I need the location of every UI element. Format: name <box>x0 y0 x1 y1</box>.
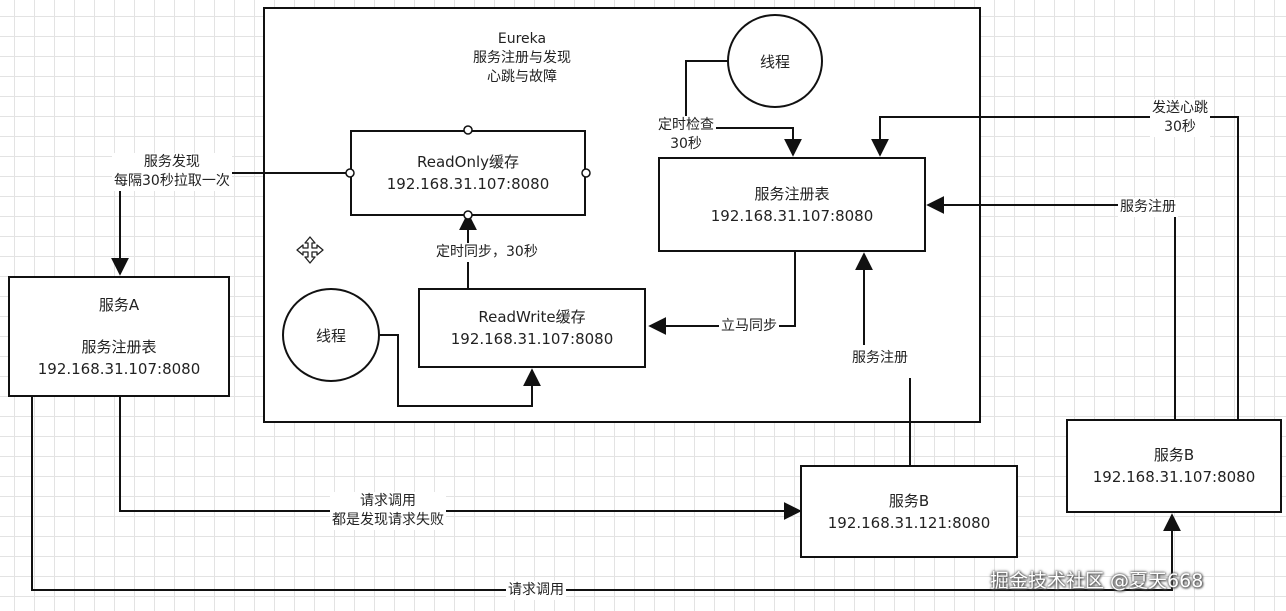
label-request-call: 请求调用 都是发现请求失败 <box>330 492 446 530</box>
eureka-subtitle-1: 服务注册与发现 <box>473 50 571 66</box>
label-discovery: 服务发现 每隔30秒拉取一次 <box>112 153 232 191</box>
edge-heartbeat <box>871 116 1239 419</box>
label-sync-text: 定时同步，30秒 <box>436 244 538 260</box>
eureka-subtitle-2: 心跳与故障 <box>487 69 557 85</box>
service-a-box[interactable]: 服务A 服务注册表 192.168.31.107:8080 <box>8 276 230 397</box>
service-b2-box[interactable]: 服务B 192.168.31.107:8080 <box>1066 419 1282 513</box>
registry-name: 服务注册表 <box>754 184 830 203</box>
label-request-bottom: 请求调用 <box>506 581 566 600</box>
eureka-title-text: Eureka <box>497 31 547 47</box>
service-a-addr: 192.168.31.107:8080 <box>37 359 201 378</box>
readwrite-cache-box[interactable]: ReadWrite缓存 192.168.31.107:8080 <box>418 288 646 368</box>
thread-top-circle[interactable]: 线程 <box>727 14 823 108</box>
move-icon <box>296 236 324 264</box>
watermark: 掘金技术社区 @夏天668 <box>990 570 1204 592</box>
edge-immediate-sync <box>648 252 796 335</box>
label-timed-check: 定时检查 30秒 <box>656 116 716 154</box>
service-b1-name: 服务B <box>888 491 930 510</box>
thread-left-label: 线程 <box>315 326 346 345</box>
label-immediate-sync-text: 立马同步 <box>721 318 777 334</box>
label-request-call-1: 请求调用 <box>360 493 416 509</box>
label-heartbeat-1: 发送心跳 <box>1152 100 1208 116</box>
service-b1-addr: 192.168.31.121:8080 <box>827 513 991 532</box>
label-timed-check-1: 定时检查 <box>658 117 714 133</box>
label-timed-check-2: 30秒 <box>670 136 702 152</box>
label-register-b2-text: 服务注册 <box>1120 199 1176 215</box>
service-b2-addr: 192.168.31.107:8080 <box>1092 468 1256 486</box>
label-immediate-sync: 立马同步 <box>719 317 779 336</box>
label-heartbeat-2: 30秒 <box>1164 119 1196 135</box>
label-register-b2: 服务注册 <box>1118 198 1178 217</box>
label-discovery-1: 服务发现 <box>143 154 200 170</box>
label-request-call-2: 都是发现请求失败 <box>332 512 444 528</box>
readonly-cache-name: ReadOnly缓存 <box>416 153 520 171</box>
edge-thread-readwrite <box>380 334 541 407</box>
label-heartbeat: 发送心跳 30秒 <box>1150 99 1210 137</box>
edge-register-b1 <box>864 254 911 465</box>
thread-left-circle[interactable]: 线程 <box>282 288 380 382</box>
registry-addr: 192.168.31.107:8080 <box>710 206 874 225</box>
service-b2-name: 服务B <box>1153 446 1195 464</box>
readwrite-cache-addr: 192.168.31.107:8080 <box>450 330 614 348</box>
registry-box[interactable]: 服务注册表 192.168.31.107:8080 <box>658 157 926 252</box>
label-register-b1-text: 服务注册 <box>852 350 908 366</box>
service-b1-box[interactable]: 服务B 192.168.31.121:8080 <box>800 465 1018 558</box>
label-sync: 定时同步，30秒 <box>434 243 540 262</box>
edge-request-bottom <box>31 397 1181 591</box>
label-discovery-2: 每隔30秒拉取一次 <box>114 173 230 189</box>
eureka-title: Eureka 服务注册与发现 心跳与故障 <box>460 30 584 87</box>
edge-register-b2 <box>926 196 1176 419</box>
readonly-cache-addr: 192.168.31.107:8080 <box>386 175 550 193</box>
readonly-cache-box[interactable]: ReadOnly缓存 192.168.31.107:8080 <box>350 130 586 216</box>
edge-request-call <box>119 397 802 520</box>
label-request-bottom-text: 请求调用 <box>508 582 564 598</box>
service-a-name: 服务A <box>98 295 140 314</box>
thread-top-label: 线程 <box>759 52 790 71</box>
label-register-b1: 服务注册 <box>850 349 910 368</box>
readwrite-cache-name: ReadWrite缓存 <box>478 308 586 326</box>
service-a-registry: 服务注册表 <box>81 337 157 356</box>
